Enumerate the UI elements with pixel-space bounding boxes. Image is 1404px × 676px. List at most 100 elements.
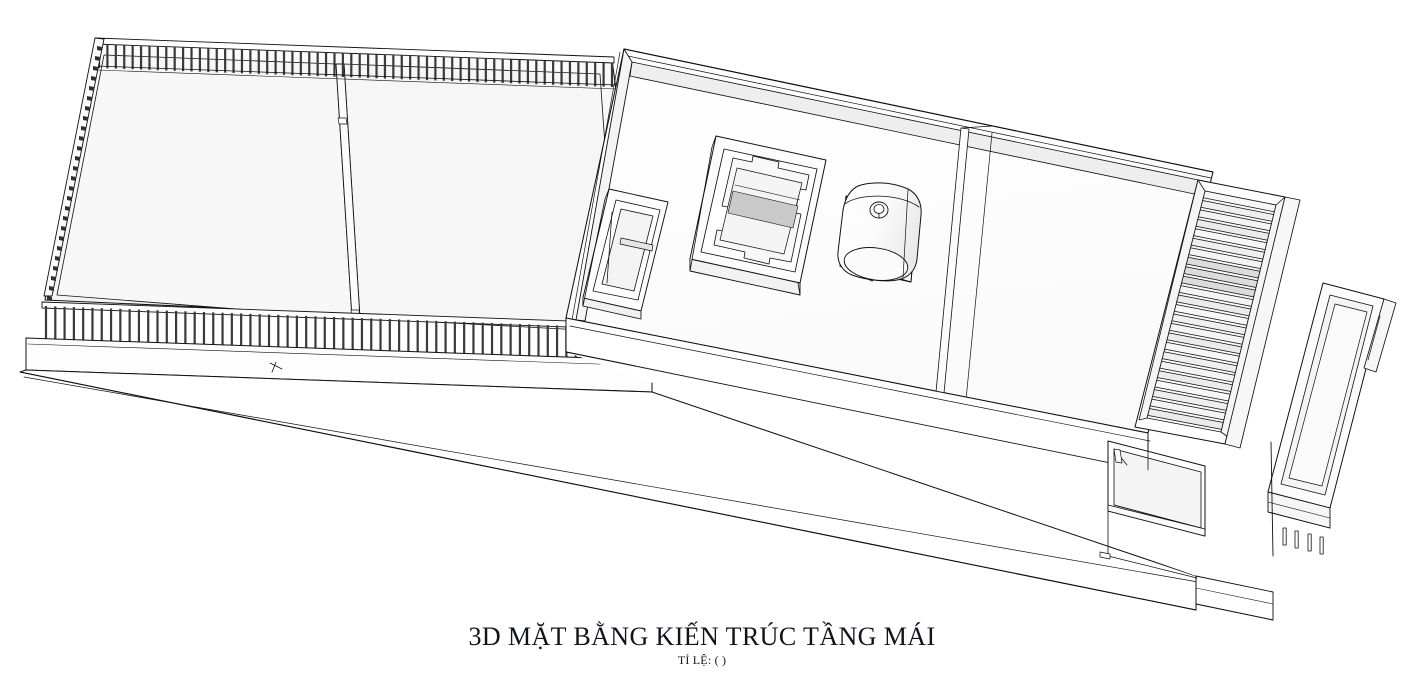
baluster: [173, 46, 176, 71]
baluster: [388, 319, 391, 353]
baluster: [308, 51, 311, 76]
baluster: [59, 236, 64, 241]
baluster: [95, 56, 100, 61]
baluster: [324, 52, 328, 77]
baluster: [370, 318, 373, 352]
baluster: [341, 53, 344, 78]
baluster: [224, 48, 227, 73]
baluster: [93, 66, 98, 71]
baluster: [509, 59, 513, 84]
baluster: [560, 61, 563, 86]
baluster: [63, 216, 68, 221]
baluster: [526, 59, 529, 84]
baluster: [69, 186, 74, 191]
baluster: [383, 54, 387, 79]
baluster: [77, 146, 82, 151]
baluster: [518, 59, 521, 84]
baluster: [267, 314, 271, 348]
baluster: [282, 50, 286, 75]
baluster: [71, 176, 76, 181]
terrace-balustrade-front: [41, 301, 653, 362]
terrace-balustrade-left-return: [43, 37, 105, 301]
baluster: [416, 320, 419, 354]
baluster: [106, 44, 109, 69]
baluster: [314, 316, 317, 350]
baluster: [375, 54, 378, 79]
baluster: [119, 308, 122, 342]
baluster: [291, 51, 294, 76]
baluster: [109, 308, 113, 342]
baluster: [400, 55, 403, 80]
baluster: [184, 311, 187, 345]
baluster: [332, 316, 336, 350]
baluster: [156, 310, 159, 344]
baluster: [258, 314, 261, 348]
canopy-slab: [1267, 282, 1397, 557]
baluster: [552, 60, 555, 85]
baluster: [286, 315, 289, 349]
side-wall-faces: [565, 317, 1200, 576]
canopy-posts: [1282, 527, 1324, 555]
baluster: [230, 313, 233, 347]
baluster: [602, 62, 605, 87]
baluster: [555, 325, 559, 359]
baluster: [535, 60, 538, 85]
baluster: [63, 306, 66, 340]
baluster: [351, 317, 354, 351]
baluster: [333, 52, 336, 77]
pergola-louvres: [1134, 179, 1301, 449]
baluster: [379, 318, 382, 352]
baluster: [89, 86, 94, 91]
baluster: [61, 226, 66, 231]
baluster: [435, 320, 438, 354]
baluster: [295, 315, 298, 349]
baluster: [65, 206, 70, 211]
scale-label: TỈ LỆ: ( ): [677, 653, 727, 667]
baluster: [79, 136, 84, 141]
baluster: [198, 47, 202, 72]
baluster: [481, 322, 484, 356]
baluster: [585, 62, 588, 87]
baluster: [501, 58, 504, 83]
baluster: [467, 57, 471, 82]
baluster: [55, 256, 60, 261]
baluster: [44, 306, 48, 339]
terrace-rail-marker: [269, 361, 283, 373]
baluster: [240, 313, 243, 347]
baluster: [360, 318, 364, 352]
baluster: [451, 57, 454, 82]
stair-well-opening: [689, 135, 827, 296]
baluster: [299, 51, 302, 76]
baluster: [139, 45, 143, 70]
baluster: [257, 49, 260, 74]
baluster: [425, 56, 429, 81]
lift-shaft-opening: [582, 188, 669, 320]
baluster: [350, 53, 353, 78]
baluster: [212, 312, 215, 346]
baluster: [67, 196, 72, 201]
baluster: [82, 307, 85, 341]
baluster: [114, 44, 117, 69]
baluster: [54, 306, 57, 340]
baluster: [47, 296, 52, 301]
water-tank: [837, 182, 922, 283]
baluster: [434, 56, 437, 81]
lower-front-plinth: [19, 371, 1274, 621]
baluster: [207, 48, 210, 73]
baluster: [240, 49, 244, 74]
baluster: [367, 53, 370, 78]
baluster: [87, 96, 92, 101]
page-title: 3D MẶT BẰNG KIẾN TRÚC TẦNG MÁI: [468, 621, 936, 651]
baluster: [249, 313, 252, 347]
baluster: [500, 323, 503, 357]
baluster: [193, 311, 196, 345]
baluster: [156, 46, 159, 71]
baluster: [91, 307, 94, 341]
baluster: [409, 55, 412, 80]
baluster: [148, 45, 151, 70]
baluster: [232, 48, 235, 73]
baluster: [53, 266, 58, 271]
baluster: [249, 49, 252, 74]
